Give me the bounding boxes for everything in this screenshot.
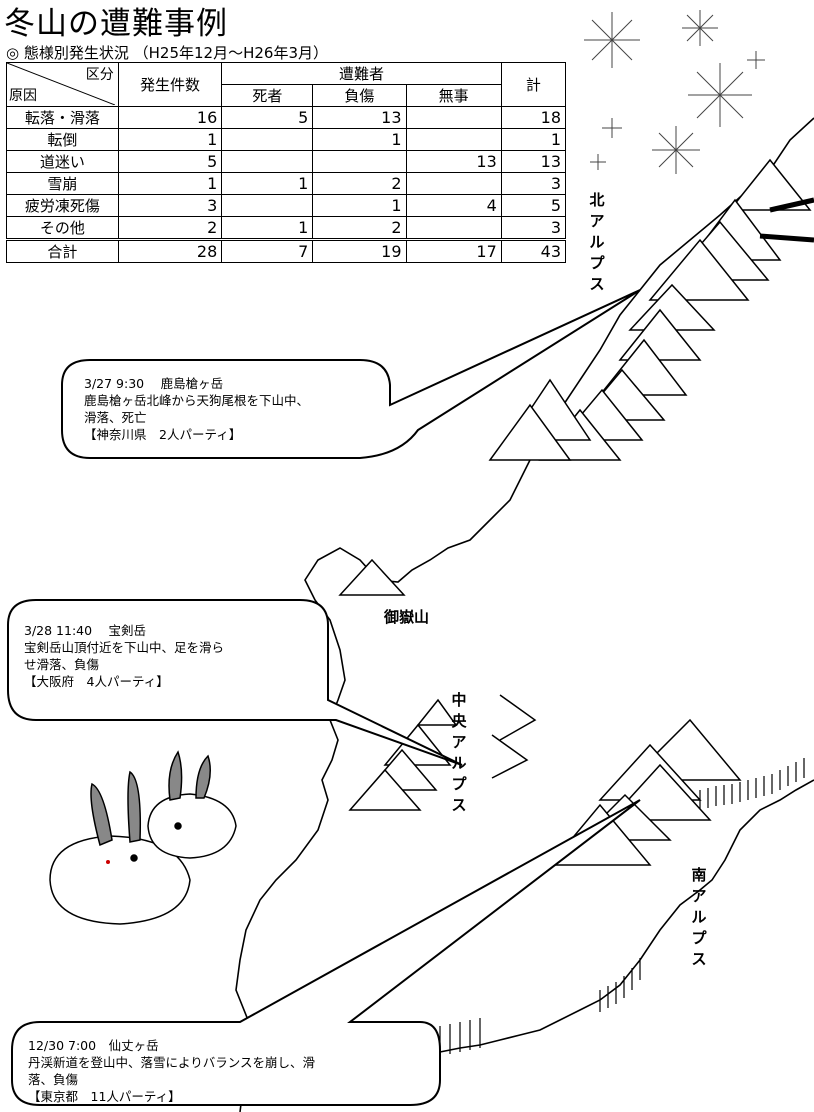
- header-total: 計: [500, 62, 567, 107]
- table-row: その他 2 1 2 3: [6, 216, 567, 240]
- table-sum-row: 合計 28 7 19 17 43: [6, 239, 567, 263]
- table-row: 転落・滑落 16 5 13 18: [6, 106, 567, 129]
- header-victims: 遭難者: [221, 62, 502, 85]
- region-outline-west: [235, 117, 814, 1112]
- header-injured: 負傷: [312, 84, 407, 107]
- central-alps-mountains: [348, 694, 537, 811]
- corner-label-cause: 原因: [9, 88, 37, 104]
- table-row: 道迷い 5 13 13: [6, 150, 567, 173]
- page-subtitle: ◎ 態様別発生状況 （H25年12月～H26年3月）: [6, 44, 328, 62]
- label-south-alps: 南 ア ル プ ス: [691, 866, 707, 968]
- header-dead: 死者: [221, 84, 314, 107]
- snowflake-icon: [584, 10, 765, 174]
- header-count: 発生件数: [117, 62, 223, 107]
- label-central-alps: 中 央 ア ル プ ス: [451, 691, 467, 814]
- table-row: 転倒 1 1 1: [6, 128, 567, 151]
- callout-kashimayari: 3/27 9:30 鹿島槍ヶ岳 鹿島槍ヶ岳北峰から天狗尾根を下山中、 滑落、死亡…: [84, 376, 310, 442]
- page-title: 冬山の遭難事例: [4, 6, 228, 42]
- corner-label-category: 区分: [85, 67, 114, 83]
- mt-ontake-mountain: [338, 558, 406, 596]
- label-mt-ontake: 御嶽山: [384, 608, 430, 626]
- table-corner-cell: 区分 原因: [6, 62, 119, 107]
- corner-diagonal-line: [7, 63, 115, 105]
- north-alps-mountains: [488, 158, 812, 461]
- table-row: 疲労凍死傷 3 1 4 5: [6, 194, 567, 217]
- callout-hoken: 3/28 11:40 宝剣岳 宝剣岳山頂付近を下山中、足を滑ら せ滑落、負傷 【…: [24, 623, 225, 689]
- south-alps-mountains: [548, 718, 742, 866]
- label-north-alps: 北 ア ル プ ス: [589, 191, 605, 293]
- callout-senjo: 12/30 7:00 仙丈ヶ岳 丹渓新道を登山中、落雪によりバランスを崩し、滑 …: [28, 1038, 316, 1104]
- accident-stats-table: 区分 原因 発生件数 遭難者 計 死者 負傷 無事 転落・滑落 16 5 13 …: [6, 62, 567, 263]
- header-safe: 無事: [405, 84, 502, 107]
- snow-rabbit-icon: [49, 750, 237, 925]
- table-row: 雪崩 1 1 2 3: [6, 172, 567, 195]
- callout-bubbles: [7, 289, 641, 1106]
